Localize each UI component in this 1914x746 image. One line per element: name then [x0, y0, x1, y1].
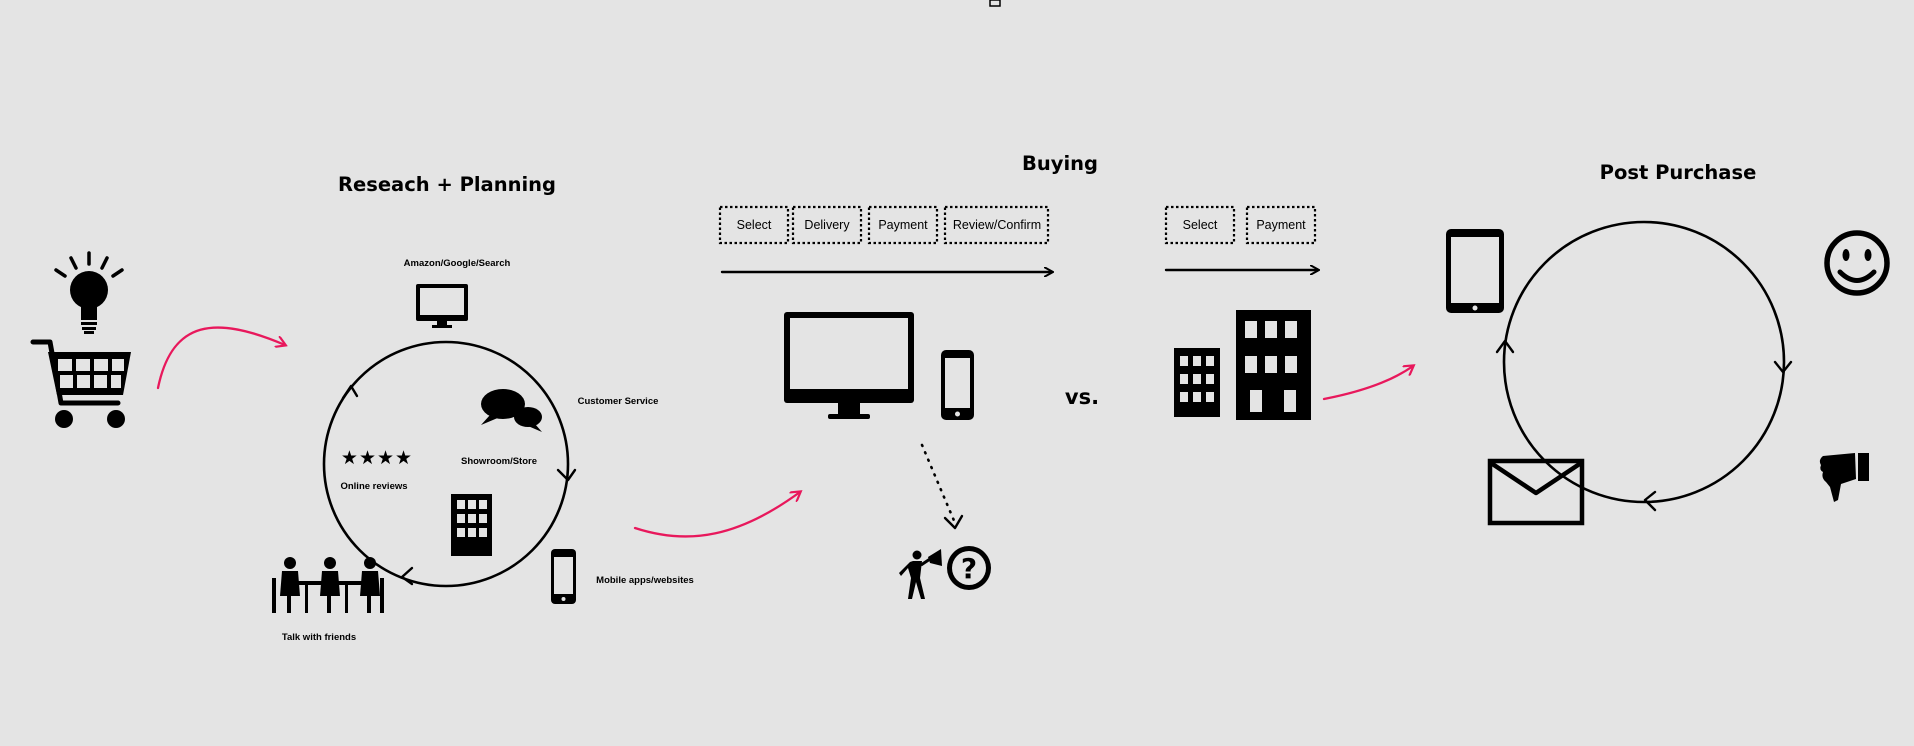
step-review-confirm: Review/Confirm: [943, 205, 1050, 245]
step-delivery: Delivery: [791, 205, 863, 245]
envelope-icon: [1487, 458, 1585, 526]
svg-text:Payment: Payment: [1256, 218, 1306, 232]
step-payment-online: Payment: [867, 205, 939, 245]
tablet-icon: [1446, 229, 1504, 313]
store-buildings-icon: [1174, 310, 1311, 420]
dotted-arrowhead: [943, 514, 964, 530]
post-purchase-title: Post Purchase: [1600, 161, 1757, 184]
store-checkout-steps: Select Payment: [1164, 205, 1317, 245]
label-showroom-store: Showroom/Store: [461, 456, 537, 467]
svg-text:Delivery: Delivery: [804, 218, 850, 232]
monitor-icon: [416, 284, 468, 328]
vs-label: vs.: [1065, 385, 1099, 409]
thumbs-down-icon: [1819, 453, 1869, 502]
building-icon: [451, 494, 492, 556]
desktop-computer-icon: [784, 312, 914, 419]
flow-arrow-research-to-buying: [633, 492, 800, 538]
step-payment-store: Payment: [1245, 205, 1317, 245]
svg-text:Select: Select: [1183, 218, 1218, 232]
megaphone-person-icon: [899, 549, 942, 599]
svg-text:Review/Confirm: Review/Confirm: [953, 218, 1041, 232]
research-cycle: [322, 340, 570, 588]
label-mobile-apps: Mobile apps/websites: [596, 575, 694, 586]
step-select-store: Select: [1164, 205, 1236, 245]
online-checkout-steps: Select Delivery Payment Review/Confirm: [718, 205, 1050, 245]
research-title: Reseach + Planning: [338, 173, 556, 196]
review-stars: ★★★★: [341, 447, 413, 469]
post-cycle-arrowheads: [1495, 339, 1793, 512]
svg-text:?: ?: [961, 552, 977, 585]
flow-arrow-start: [156, 326, 285, 390]
lightbulb-icon: [54, 251, 124, 334]
canvas-marker: [989, 0, 1001, 7]
label-amazon-google-search: Amazon/Google/Search: [404, 258, 511, 269]
shopping-cart-icon: [30, 339, 131, 428]
smiley-icon: [1824, 230, 1890, 296]
flow-arrow-buying-to-post: [1322, 366, 1413, 401]
label-online-reviews: Online reviews: [340, 481, 407, 492]
smartphone-icon: [551, 549, 576, 604]
chat-bubbles-icon: [481, 389, 542, 432]
dotted-arrow: [920, 443, 957, 525]
svg-text:Select: Select: [737, 218, 772, 232]
buying-title: Buying: [1022, 152, 1098, 175]
cycle-arrowheads: [341, 384, 577, 586]
label-customer-service: Customer Service: [578, 396, 659, 407]
step-select-online: Select: [718, 205, 790, 245]
question-icon: ?: [947, 546, 991, 590]
svg-text:Payment: Payment: [878, 218, 928, 232]
meeting-people-icon: [272, 557, 384, 613]
smartphone-icon: [941, 350, 974, 420]
label-talk-with-friends: Talk with friends: [282, 632, 356, 643]
post-purchase-cycle: [1502, 220, 1786, 504]
